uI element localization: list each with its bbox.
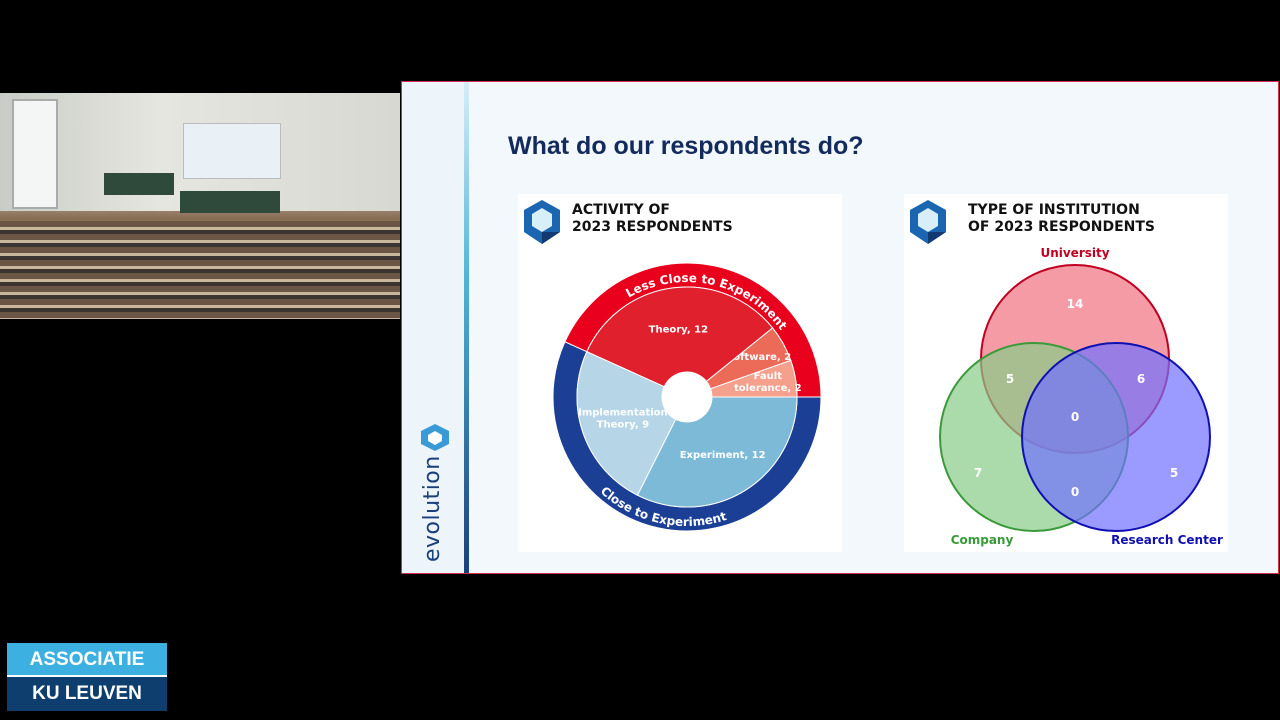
venn-circle xyxy=(1021,342,1211,532)
region-count: 0 xyxy=(1071,410,1079,424)
brand-text: evolution xyxy=(420,455,445,562)
region-count: 5 xyxy=(1006,372,1014,386)
cube-logo-icon xyxy=(910,200,946,244)
pie-slice xyxy=(576,351,677,496)
set-label: Research Center xyxy=(1111,533,1223,547)
slide-title: What do our respondents do? xyxy=(508,132,864,160)
chart-title: ACTIVITY OF 2023 RESPONDENTS xyxy=(572,202,733,235)
slice-label: Theory, 12 xyxy=(649,325,709,336)
set-label: Company xyxy=(951,533,1014,547)
chart-title: TYPE OF INSTITUTION OF 2023 RESPONDENTS xyxy=(968,202,1156,235)
lecture-hall-video xyxy=(0,93,400,319)
institution-panel: TYPE OF INSTITUTION OF 2023 RESPONDENTS … xyxy=(904,194,1228,552)
accent-bar xyxy=(464,82,469,573)
logo-line-2: KU LEUVEN xyxy=(7,677,167,711)
region-count: 5 xyxy=(1170,466,1178,480)
slice-label: Experiment, 12 xyxy=(680,450,766,461)
region-count: 0 xyxy=(1071,485,1079,499)
evolution-logo-icon xyxy=(421,424,449,451)
presentation-slide: evolution What do our respondents do? AC… xyxy=(401,81,1279,574)
region-count: 6 xyxy=(1137,372,1145,386)
set-label: University xyxy=(1040,246,1109,260)
donut-hole xyxy=(662,372,712,422)
cube-logo-icon xyxy=(524,200,560,244)
region-count: 7 xyxy=(974,466,982,480)
region-count: 14 xyxy=(1067,297,1084,311)
slice-label: Software, 2 xyxy=(726,352,791,363)
ku-leuven-logo: ASSOCIATIE KU LEUVEN xyxy=(7,643,167,711)
logo-line-1: ASSOCIATIE xyxy=(7,643,167,677)
